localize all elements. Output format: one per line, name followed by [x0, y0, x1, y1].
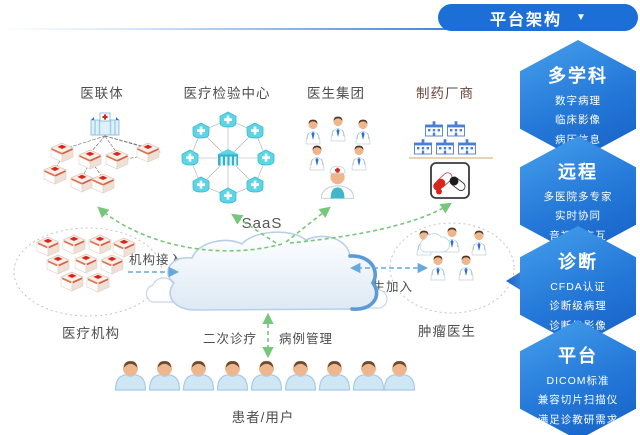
saas-arrows	[97, 202, 452, 359]
doctor-icon	[355, 119, 371, 145]
lab-building-icon	[217, 149, 239, 166]
label-testing-center: 医疗检验中心	[183, 86, 271, 101]
patient-icon	[352, 360, 385, 391]
doctor-icon	[430, 255, 446, 281]
panel-title: 多学科	[548, 66, 608, 86]
header-divider	[0, 28, 475, 30]
panel-item: 实时协同	[555, 210, 601, 222]
panel-title: 平台	[558, 346, 598, 366]
label-institutions: 医疗机构	[62, 326, 120, 341]
pharma-group	[409, 120, 493, 199]
hospital-icon	[100, 254, 124, 275]
doctor-icon	[458, 255, 474, 281]
doctor-icon	[309, 145, 325, 171]
label-institution-access: 机构接入	[128, 253, 184, 267]
clinic-shield-icon	[192, 122, 210, 139]
pharma-building-icon	[447, 120, 465, 137]
panel-title: 诊断	[558, 252, 598, 272]
pharma-building-icon	[414, 138, 432, 155]
medical-alliance-tree	[43, 112, 161, 194]
hospital-icon	[70, 172, 94, 193]
page-title-banner[interactable]: 平台架构 ▼	[438, 4, 638, 31]
hospital-icon	[88, 234, 112, 255]
hospital-icon	[36, 236, 60, 257]
hospital-icon	[43, 164, 67, 185]
hospital-icon	[136, 142, 160, 163]
pharma-building-icon	[425, 120, 443, 137]
pills-icon	[430, 162, 470, 199]
panel-item: 满足诊教研需求	[537, 413, 619, 426]
clinic-shield-icon	[219, 111, 237, 128]
patient-icon	[284, 360, 317, 391]
hospital-icon	[50, 142, 74, 163]
patient-icon	[148, 360, 181, 391]
hospital-icon	[105, 149, 129, 170]
hospital-icon	[91, 173, 115, 194]
label-second-opinion: 二次诊疗	[202, 332, 258, 346]
oncologists-group	[389, 222, 515, 314]
doctor-group-figures	[305, 116, 371, 199]
page-title: 平台架构	[490, 11, 563, 29]
hospital-icon	[86, 272, 110, 293]
patient-icon	[216, 360, 249, 391]
hospital-icon	[74, 253, 98, 274]
patient-icon	[182, 360, 215, 391]
label-medical-alliance: 医联体	[80, 86, 124, 101]
panel-item: 兼容切片扫描仪	[537, 394, 619, 406]
label-doctor-group: 医生集团	[307, 86, 365, 101]
doctor-icon	[351, 145, 367, 171]
hospital-icon	[112, 237, 136, 258]
patient-icon	[318, 360, 351, 391]
panel-item: 临床影像	[555, 114, 601, 126]
hospital-icon	[60, 271, 84, 292]
label-oncologists: 肿瘤医生	[418, 324, 476, 339]
clinic-shield-icon	[219, 187, 237, 204]
hospital-building-icon	[90, 112, 120, 136]
testing-center-network	[181, 111, 275, 204]
clinic-shield-icon	[257, 149, 275, 166]
gdp-cloud	[145, 231, 451, 311]
doctor-icon	[471, 230, 487, 256]
patient-icon	[383, 360, 416, 391]
patient-icon	[250, 360, 283, 391]
clinic-shield-icon	[246, 122, 264, 139]
panel-item: 数字病理	[555, 94, 601, 107]
hospital-icon	[62, 234, 86, 255]
panel-title: 远程	[558, 162, 598, 182]
panel-item: CFDA认证	[550, 280, 606, 293]
lead-doctor-icon	[320, 165, 355, 199]
label-case-management: 病例管理	[278, 332, 334, 346]
patient-icon	[114, 360, 147, 391]
doctor-icon	[305, 119, 321, 145]
access-arrows	[128, 262, 429, 278]
pharma-building-icon	[458, 138, 476, 155]
panel-item: 诊断级病理	[549, 300, 607, 312]
doctor-icon	[330, 116, 346, 142]
hospital-icon	[78, 149, 102, 170]
clinic-shield-icon	[181, 149, 199, 166]
pharma-building-icon	[436, 138, 454, 155]
panel-item: DICOM标准	[546, 374, 610, 387]
label-patients: 患者/用户	[231, 410, 295, 425]
chevron-down-icon: ▼	[576, 12, 586, 23]
label-pharma: 制药厂商	[416, 86, 474, 101]
hospital-icon	[46, 254, 70, 275]
patients-row	[114, 360, 416, 391]
panel-item: 多医院多专家	[543, 190, 613, 203]
